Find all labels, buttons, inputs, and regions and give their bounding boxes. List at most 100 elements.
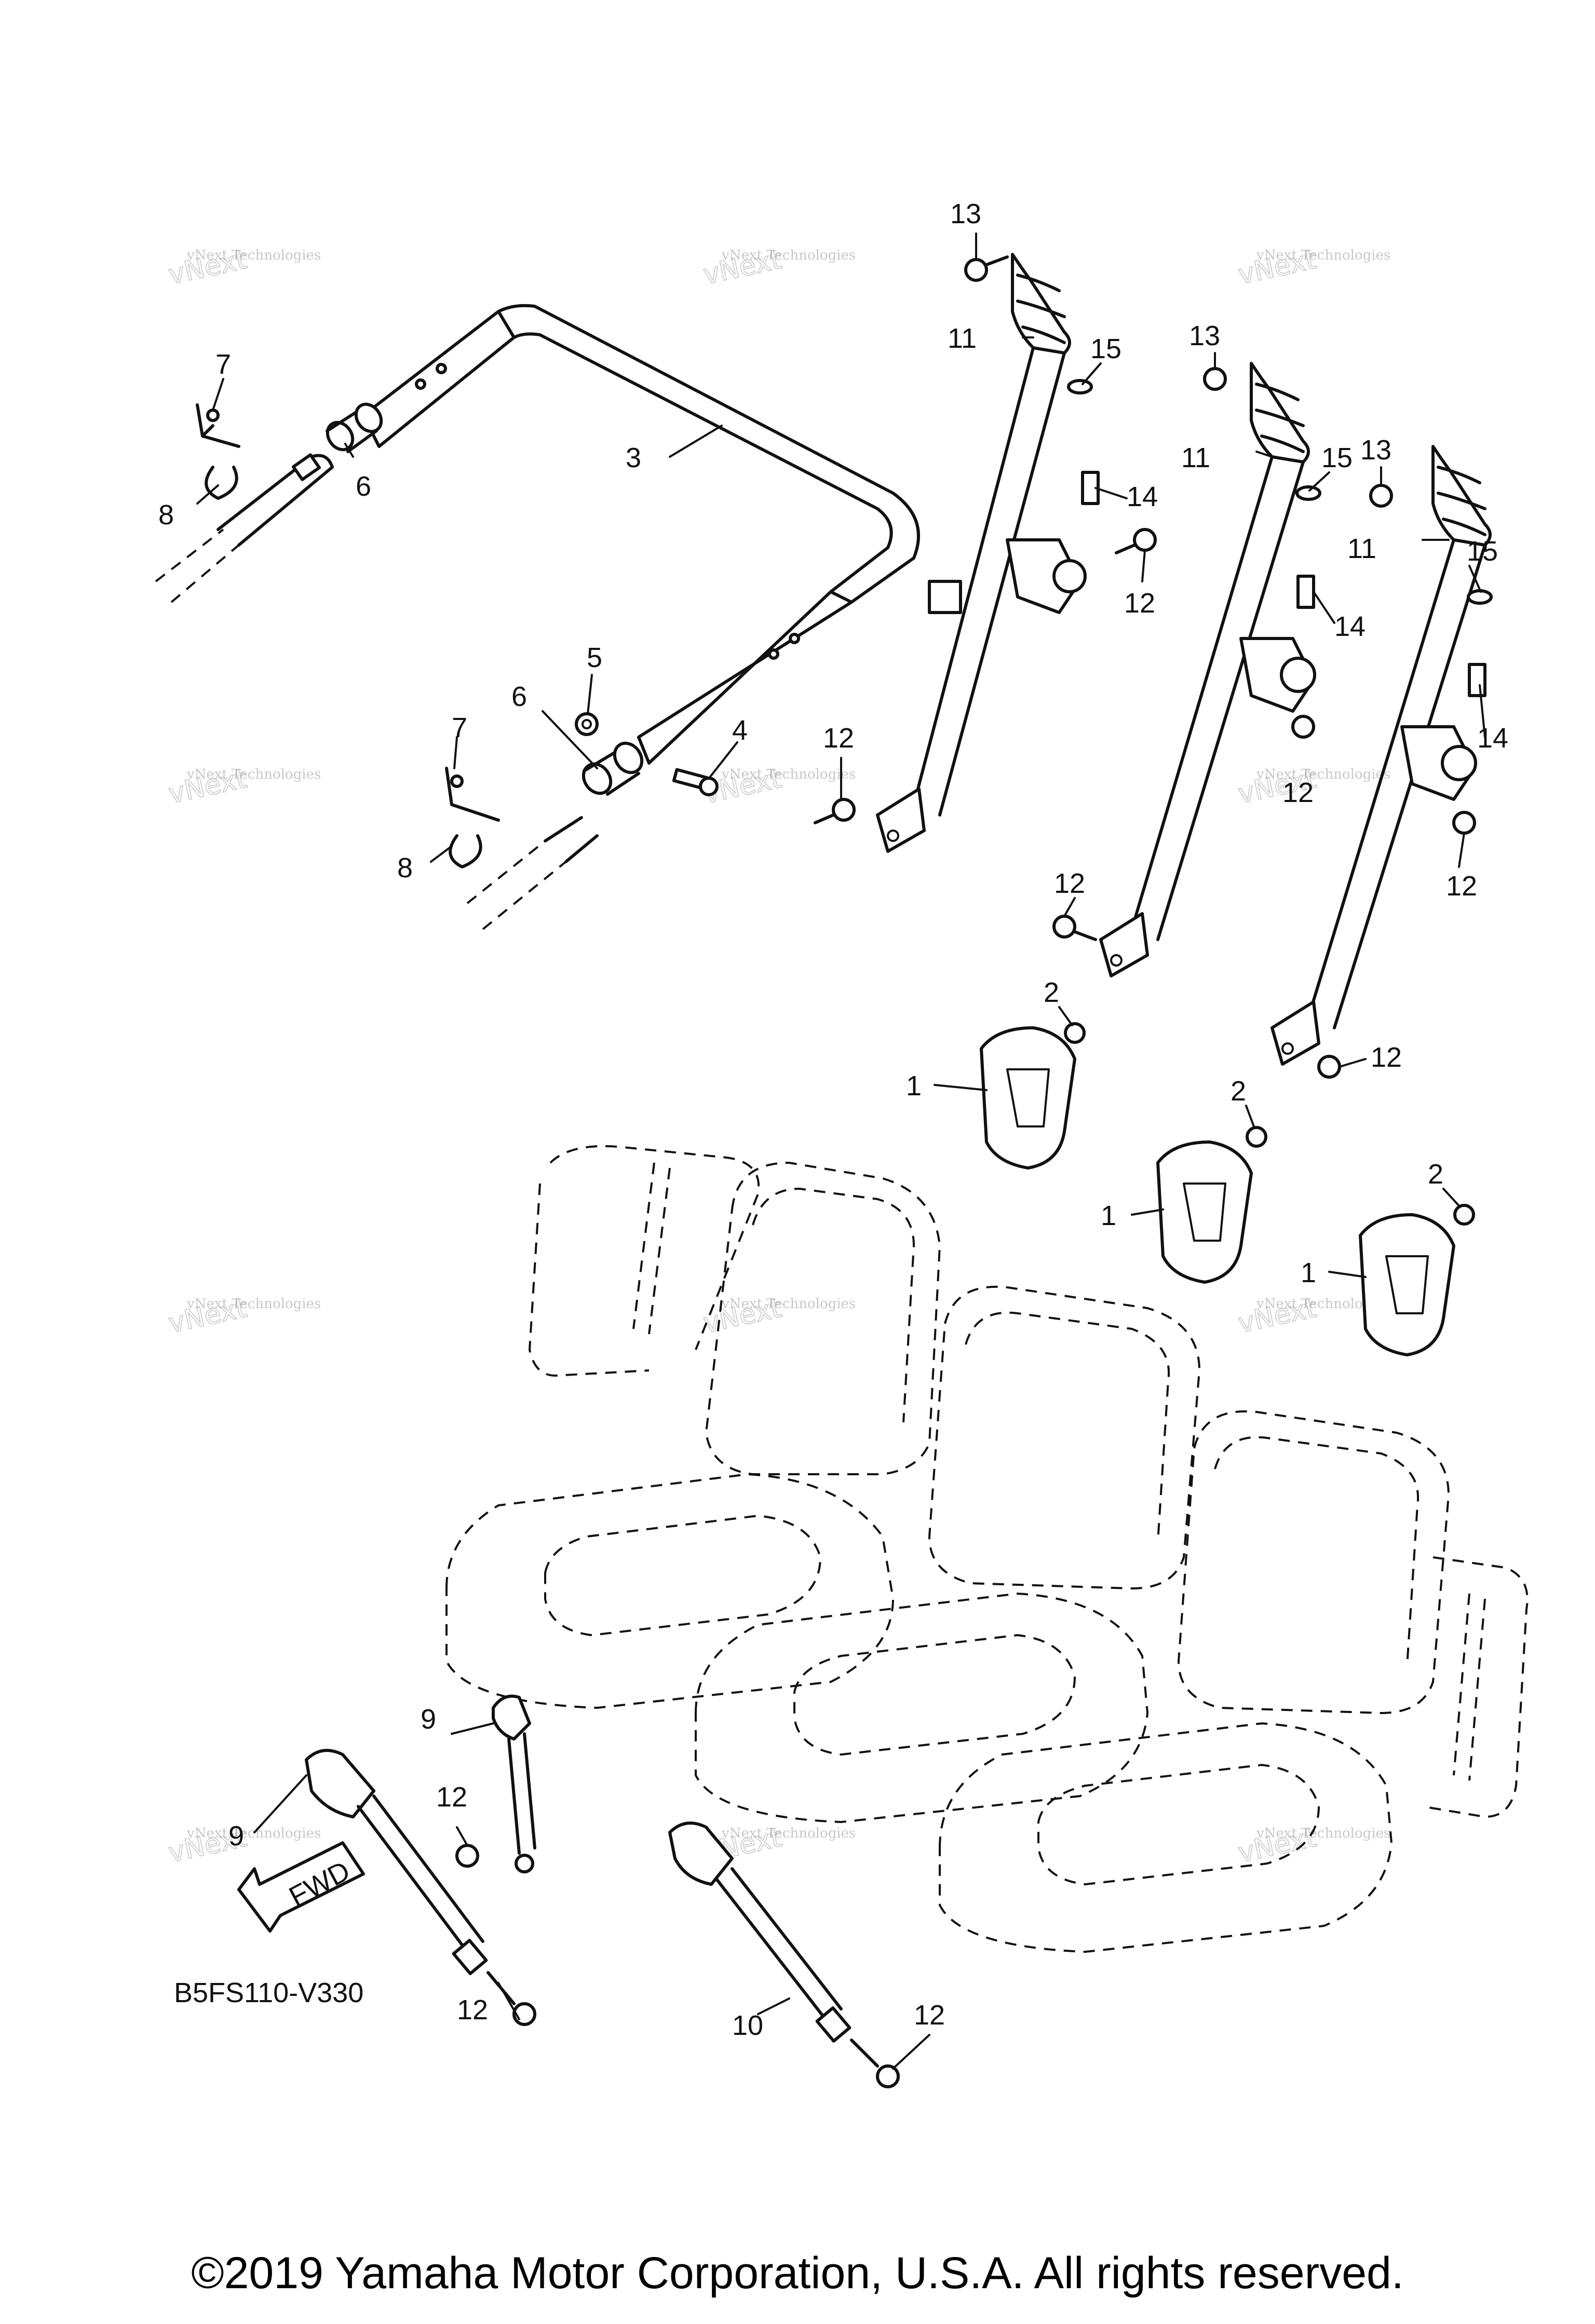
callout-13-a: 13 <box>950 198 981 229</box>
nut-part-5 <box>575 712 599 736</box>
callout-14-a: 14 <box>1127 481 1158 512</box>
callout-7-upper: 7 <box>215 349 231 380</box>
callout-7-lower: 7 <box>452 712 467 743</box>
callout-11-b: 11 <box>1181 442 1210 473</box>
callout-2-c: 2 <box>1428 1159 1443 1190</box>
bolt-part-12-belt-center-lower <box>1052 915 1097 941</box>
tube-end-upper <box>155 453 334 603</box>
callout-13-c: 13 <box>1360 434 1391 466</box>
callout-8-lower: 8 <box>397 852 413 884</box>
watermark: vNext vNext Technologies <box>165 763 321 810</box>
watermark: vNext vNext Technologies <box>165 243 321 291</box>
svg-text:vNext Technologies: vNext Technologies <box>1256 767 1390 782</box>
seat-back-left <box>705 1161 941 1475</box>
callout-4: 4 <box>732 715 748 746</box>
svg-text:vNext Technologies: vNext Technologies <box>186 767 321 782</box>
callout-6-lower: 6 <box>511 681 527 712</box>
bolt-part-12-belt-left-lower <box>814 798 856 824</box>
clip-part-8-lower <box>449 834 482 868</box>
seat-belt-part-11-left <box>876 253 1087 853</box>
sleeve-part-6-lower <box>582 741 644 796</box>
clip-part-8-upper <box>205 466 238 500</box>
svg-text:vNext Technologies: vNext Technologies <box>186 1296 321 1312</box>
svg-text:vNext Technologies: vNext Technologies <box>1256 248 1390 263</box>
callout-8-upper: 8 <box>158 499 174 531</box>
svg-text:vNext Technologies: vNext Technologies <box>721 248 856 263</box>
callout-9-left: 9 <box>228 1820 244 1852</box>
callout-15-c: 15 <box>1467 536 1498 567</box>
callout-12-i: 12 <box>914 2000 945 2031</box>
seat-cushion-center <box>695 1592 1149 1824</box>
svg-text:vNext Technologies: vNext Technologies <box>721 1826 856 1841</box>
callout-12-h: 12 <box>457 1994 488 2026</box>
sleeve-part-6-upper <box>326 402 383 453</box>
svg-text:vNext Technologies: vNext Technologies <box>186 248 321 263</box>
forward-arrow-icon: FWD <box>237 1841 365 1933</box>
callout-13-b: 13 <box>1189 320 1220 351</box>
headrest-part-1-left <box>980 1022 1086 1170</box>
watermark: vNext vNext Technologies <box>700 243 856 291</box>
svg-text:vNext Technologies: vNext Technologies <box>1256 1826 1390 1841</box>
bolt-part-12-belt-left-upper <box>1115 528 1157 554</box>
bolt-part-12-buckle-center <box>455 1844 479 1868</box>
headrest-part-1-center <box>1156 1126 1267 1284</box>
stud-part-14-right <box>1468 663 1486 697</box>
callout-12-f: 12 <box>1371 1042 1402 1073</box>
callout-12-c: 12 <box>1282 777 1314 808</box>
buckle-part-9-left <box>305 1749 516 2005</box>
svg-text:vNext Technologies: vNext Technologies <box>721 767 856 782</box>
callout-2-a: 2 <box>1044 977 1059 1008</box>
callout-12-g: 12 <box>436 1782 467 1813</box>
callout-3: 3 <box>626 442 641 473</box>
watermark: vNext vNext Technologies <box>700 1292 856 1340</box>
callout-1-c: 1 <box>1301 1257 1316 1288</box>
callout-14-b: 14 <box>1334 611 1366 642</box>
bolt-part-12-buckle-right <box>876 2064 900 2088</box>
washer-part-15-center <box>1295 485 1321 501</box>
callout-6-upper: 6 <box>356 471 371 502</box>
buckle-part-10 <box>668 1822 879 2068</box>
callout-5: 5 <box>587 642 602 673</box>
callout-12-e: 12 <box>1054 868 1085 899</box>
callout-10: 10 <box>732 2010 763 2041</box>
buckle-part-9-center <box>492 1694 536 1873</box>
callout-1-b: 1 <box>1101 1200 1116 1231</box>
stud-part-14-center <box>1296 575 1315 609</box>
bolt-part-13-right <box>1369 484 1393 508</box>
callout-1-a: 1 <box>906 1070 922 1102</box>
seat-frame-left <box>528 1145 760 1377</box>
pin-part-7-upper <box>196 403 240 448</box>
bolt-part-12-belt-right-upper <box>1452 811 1476 835</box>
watermark: vNext vNext Technologies <box>165 1292 321 1340</box>
svg-text:vNext Technologies: vNext Technologies <box>186 1826 321 1841</box>
bolt-part-4 <box>672 768 719 796</box>
callout-12-b: 12 <box>1124 588 1155 619</box>
watermark: vNext vNext Technologies <box>1235 243 1390 291</box>
watermarks: vNext vNext Technologies vNext vNext Tec… <box>165 243 1390 1869</box>
callout-labels: 3 7 8 6 5 6 4 7 8 12 13 11 15 14 12 13 1… <box>158 198 1508 2041</box>
svg-text:vNext Technologies: vNext Technologies <box>721 1296 856 1312</box>
seat-back-center <box>928 1285 1201 1590</box>
tube-end-lower <box>466 816 599 930</box>
callout-15-b: 15 <box>1321 442 1353 473</box>
seat-cushion-left <box>445 1473 895 1709</box>
copyright-notice: ©2019 Yamaha Motor Corporation, U.S.A. A… <box>191 2248 1404 2298</box>
callout-11-a: 11 <box>948 323 977 354</box>
bolt-part-12-belt-right-lower <box>1317 1055 1341 1079</box>
roll-bar-part-3 <box>362 304 920 765</box>
washer-part-15-right <box>1467 589 1493 605</box>
bolt-part-13-left <box>964 255 1009 282</box>
bolt-part-12-belt-center-upper <box>1291 715 1315 739</box>
washer-part-15-left <box>1067 379 1093 395</box>
callout-9-center: 9 <box>421 1704 436 1735</box>
callout-15-a: 15 <box>1090 333 1121 364</box>
callout-12-d: 12 <box>1446 871 1477 902</box>
callout-12-a: 12 <box>823 723 854 754</box>
watermark: vNext vNext Technologies <box>700 763 856 810</box>
seat-frame-right <box>1422 1556 1529 1818</box>
leader-lines <box>196 233 1486 2070</box>
pin-part-7-lower <box>445 767 500 822</box>
headrest-part-1-right <box>1359 1204 1475 1356</box>
seat-back-right <box>1177 1410 1450 1715</box>
